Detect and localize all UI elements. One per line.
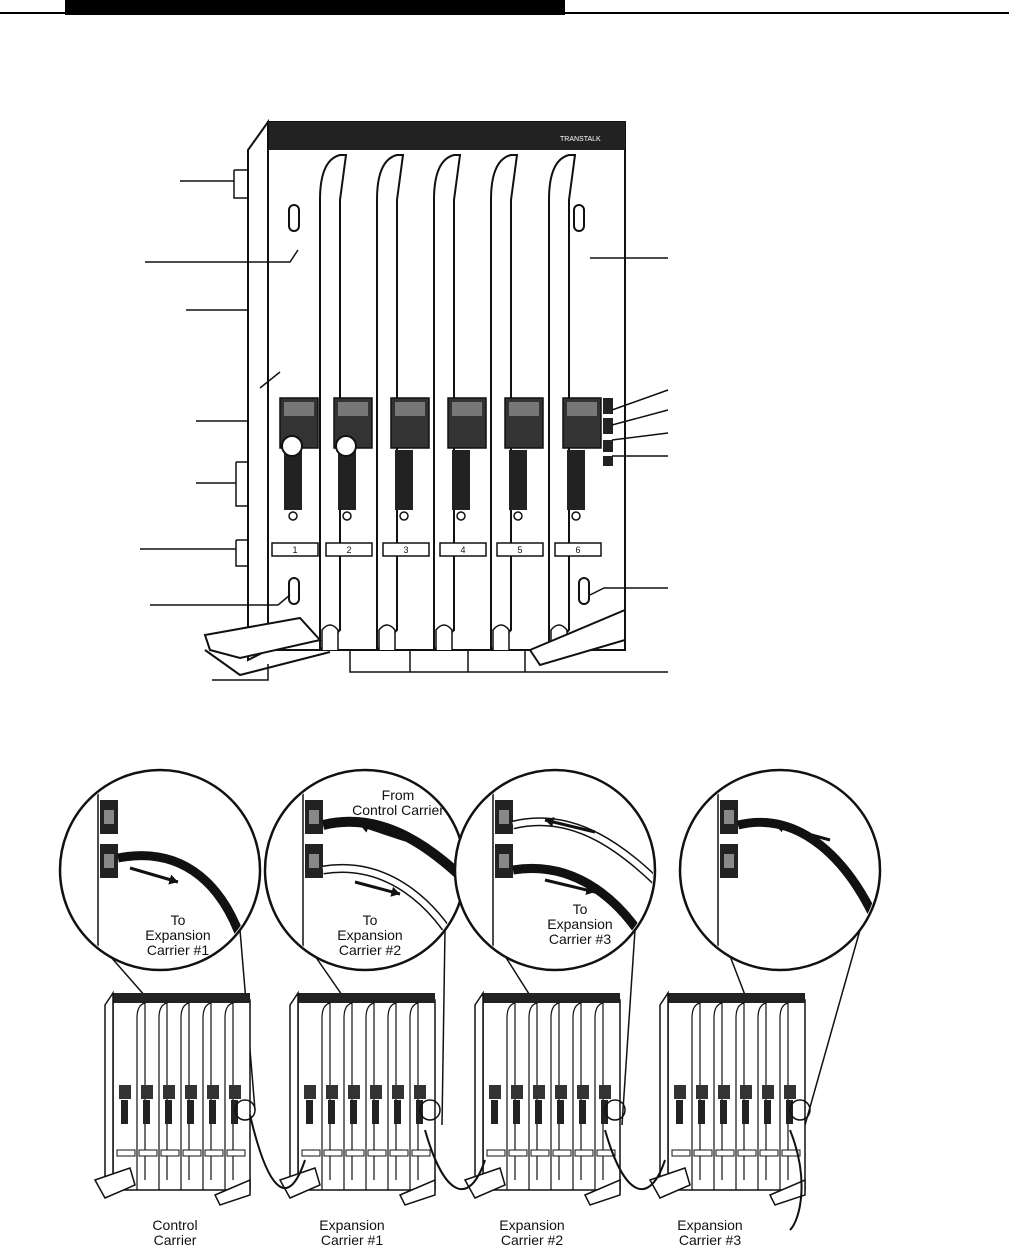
slot-6 [548, 154, 602, 651]
magnifier-callouts [58, 768, 882, 1126]
carrier-3 [463, 990, 626, 1206]
slot-4 [433, 154, 487, 651]
magnifier-4 [678, 768, 882, 1126]
daisy-chain-cable [249, 1114, 803, 1231]
carrier-1 [93, 990, 256, 1206]
slot-number-1: 1 [292, 545, 297, 555]
slot-3 [376, 154, 430, 651]
carrier-row [93, 990, 811, 1206]
slot-2 [319, 154, 373, 651]
carrier-4 [648, 990, 811, 1206]
large-carrier-illustration: TRANSTALK 1 2 3 4 5 6 [203, 118, 626, 677]
magnifier-1 [58, 768, 262, 1111]
slot-number-2: 2 [346, 545, 351, 555]
slot-1 [279, 397, 319, 521]
brand-label: TRANSTALK [560, 136, 601, 143]
slot-number-6: 6 [575, 545, 580, 555]
carrier-2 [278, 990, 441, 1206]
slot-5 [490, 154, 544, 651]
leader-lines [140, 169, 669, 681]
header-rule [0, 0, 1009, 15]
slot-number-5: 5 [517, 545, 522, 555]
slot-number-3: 3 [403, 545, 408, 555]
slot-number-4: 4 [460, 545, 465, 555]
